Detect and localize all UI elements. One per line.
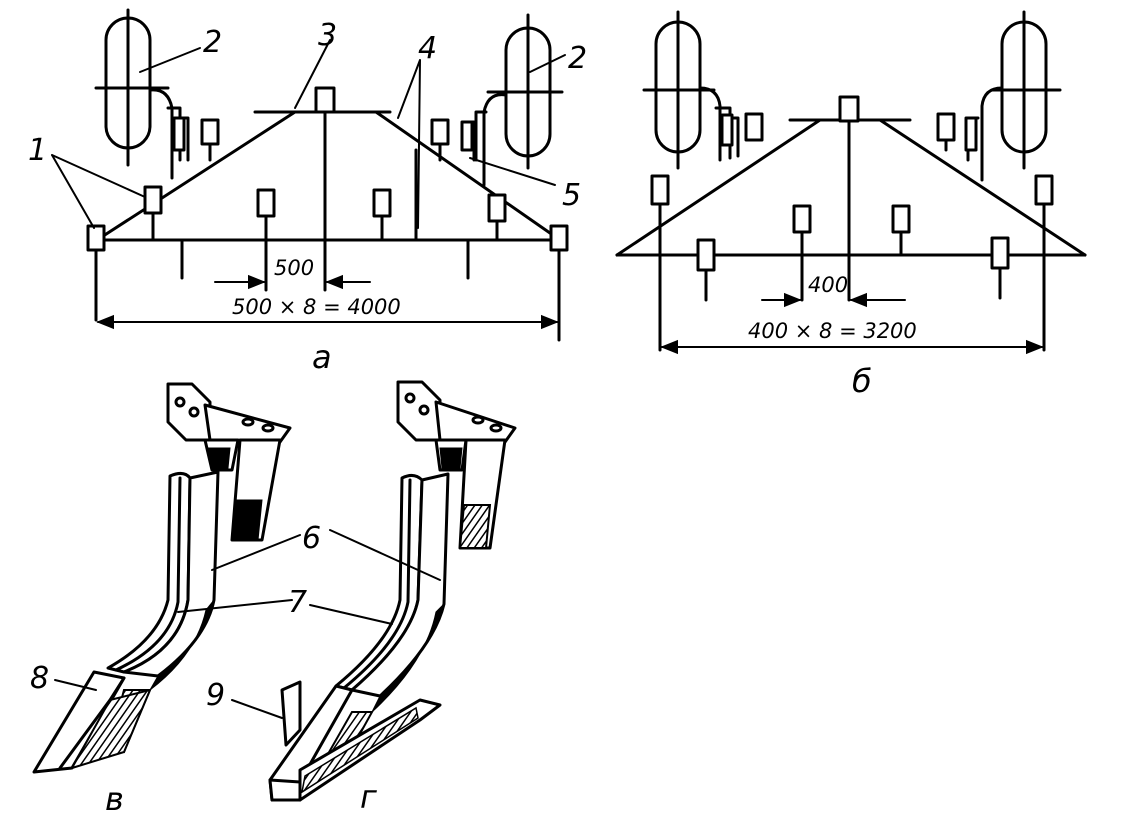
callout-8: 8 <box>30 661 49 696</box>
tine-g <box>268 380 517 802</box>
tractor-wheel-left <box>94 8 170 167</box>
caption-g: г <box>360 778 377 816</box>
callout-5: 5 <box>562 178 581 213</box>
tine-v <box>32 382 292 774</box>
tractor-wheel-right <box>486 13 564 170</box>
tine-markers-a <box>86 86 569 342</box>
callout-2-right: 2 <box>568 41 587 76</box>
spacing-label-b: 400 <box>808 273 848 297</box>
tractor-wheel-right-b <box>990 10 1062 170</box>
tractor-wheel-left-b <box>642 10 716 170</box>
callout-7: 7 <box>288 585 307 620</box>
callout-2-left: 2 <box>203 25 222 60</box>
callout-3: 3 <box>318 18 337 53</box>
caption-a: а <box>312 338 332 376</box>
scheme-a: 1 2 2 3 4 5 500 500 × 8 = 4000 а <box>28 8 587 376</box>
callout-4: 4 <box>418 31 437 66</box>
callout-9: 9 <box>206 678 225 713</box>
callout-6: 6 <box>302 521 321 556</box>
total-label-b: 400 × 8 = 3200 <box>748 319 917 343</box>
caption-b: б <box>852 362 872 400</box>
tine-markers-b <box>650 95 1054 352</box>
total-label-a: 500 × 8 = 4000 <box>232 295 401 319</box>
caption-v: в <box>105 780 124 818</box>
scheme-b: 400 400 × 8 = 3200 б <box>615 10 1087 400</box>
callout-1: 1 <box>28 133 47 168</box>
spacing-label-a: 500 <box>274 256 314 280</box>
